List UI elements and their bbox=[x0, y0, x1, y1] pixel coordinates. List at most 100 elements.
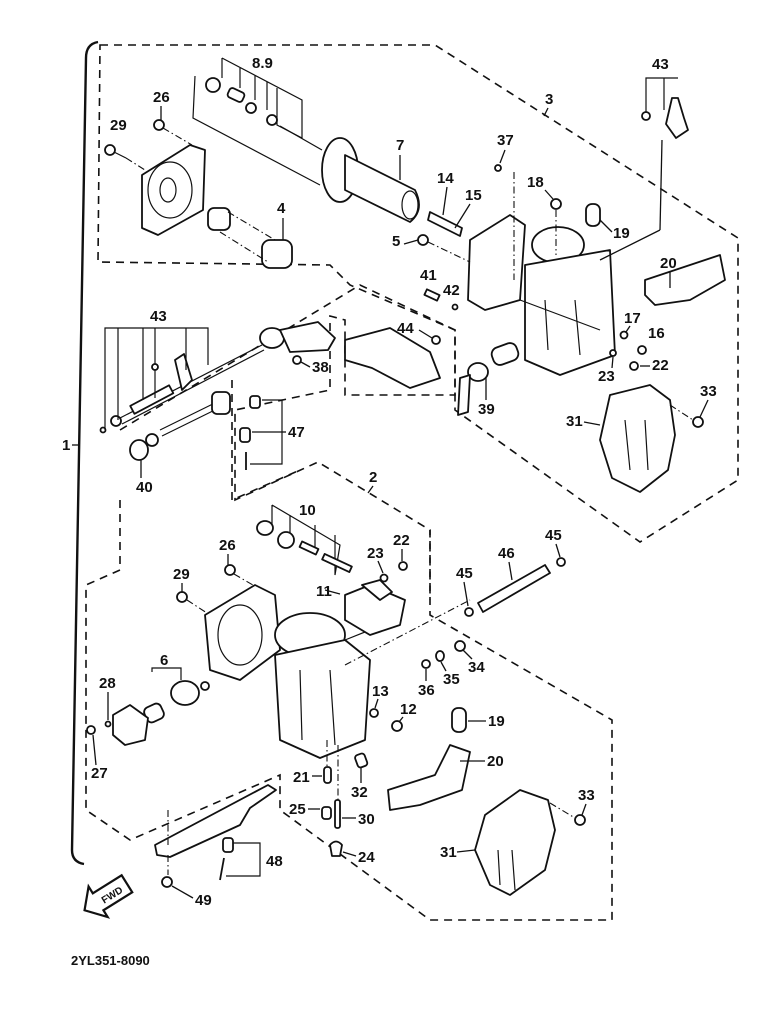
callout-16: 16 bbox=[648, 325, 665, 342]
callout-14: 14 bbox=[437, 170, 454, 187]
part-19-upper bbox=[585, 203, 601, 227]
part-44-plate bbox=[344, 327, 441, 389]
part-31-upper-bowl bbox=[599, 384, 676, 493]
callout-5: 5 bbox=[392, 233, 400, 250]
callout-20-upper: 20 bbox=[660, 255, 677, 272]
callout-29-upper: 29 bbox=[110, 117, 127, 134]
part-17 bbox=[619, 330, 629, 340]
callout-8-9: 8.9 bbox=[252, 55, 273, 72]
callout-34: 34 bbox=[468, 659, 485, 676]
part-41 bbox=[423, 288, 441, 302]
part-12 bbox=[391, 720, 403, 732]
part-4-spring bbox=[207, 207, 293, 269]
callout-21: 21 bbox=[293, 769, 310, 786]
callout-36: 36 bbox=[418, 682, 435, 699]
part-carb-body-upper bbox=[467, 214, 616, 376]
part-37 bbox=[494, 164, 502, 172]
callout-3: 3 bbox=[545, 91, 553, 108]
callout-23-upper: 23 bbox=[598, 368, 615, 385]
part-23-upper bbox=[609, 349, 617, 357]
part-26-screw-upper bbox=[153, 119, 193, 146]
callout-45-right: 45 bbox=[545, 527, 562, 544]
part-26-screw-lower bbox=[224, 564, 236, 576]
callout-32: 32 bbox=[351, 784, 368, 801]
part-18 bbox=[550, 198, 562, 210]
callout-7: 7 bbox=[396, 137, 404, 154]
callout-10: 10 bbox=[299, 502, 316, 519]
part-30 bbox=[334, 799, 341, 829]
callout-48: 48 bbox=[266, 853, 283, 870]
callout-19-upper: 19 bbox=[613, 225, 630, 242]
callout-25: 25 bbox=[289, 801, 306, 818]
part-diaphragm-cover-lower bbox=[204, 584, 281, 681]
callout-49: 49 bbox=[195, 892, 212, 909]
part-44-screw bbox=[431, 335, 441, 345]
part-48-set bbox=[219, 837, 261, 881]
part-11-bracket bbox=[324, 579, 406, 636]
part-14-15-needle bbox=[427, 211, 463, 237]
callout-31-upper: 31 bbox=[566, 413, 583, 430]
part-19-lower bbox=[451, 707, 467, 733]
part-32 bbox=[354, 752, 369, 769]
callout-38: 38 bbox=[312, 359, 329, 376]
part-49-screw bbox=[161, 876, 173, 888]
callout-43-lower: 43 bbox=[150, 308, 167, 325]
callout-44: 44 bbox=[397, 320, 414, 337]
callout-29-lower: 29 bbox=[173, 566, 190, 583]
callout-30: 30 bbox=[358, 811, 375, 828]
part-28-cover bbox=[112, 704, 149, 746]
part-25 bbox=[321, 806, 332, 820]
callout-43-upper: 43 bbox=[652, 56, 669, 73]
group-outline-lower bbox=[85, 500, 613, 921]
group-outline-47 bbox=[231, 380, 301, 502]
part-45-clip-right bbox=[556, 557, 566, 567]
group-outline-linkage bbox=[119, 284, 456, 600]
callout-11: 11 bbox=[316, 583, 332, 600]
part-20-upper bbox=[644, 254, 726, 306]
callout-35: 35 bbox=[443, 671, 460, 688]
part-27-screw bbox=[86, 725, 96, 735]
part-10-set bbox=[256, 504, 353, 576]
forward-direction-arrow: FWD bbox=[83, 873, 134, 919]
part-8-9-set bbox=[192, 57, 323, 186]
callout-13: 13 bbox=[372, 683, 389, 700]
callout-22-upper: 22 bbox=[652, 357, 669, 374]
assembly-bracket: 1 bbox=[62, 40, 99, 866]
callout-19-lower: 19 bbox=[488, 713, 505, 730]
part-43-upper bbox=[599, 77, 689, 261]
part-diaphragm-cover-upper bbox=[141, 144, 206, 236]
part-24 bbox=[329, 840, 343, 857]
part-5-screw bbox=[417, 234, 429, 246]
part-47-set bbox=[239, 395, 286, 470]
callout-labels: 8.9 26 29 4 7 3 43 37 14 15 18 19 5 20 4… bbox=[91, 55, 717, 909]
part-6-set bbox=[143, 667, 210, 724]
callout-39: 39 bbox=[478, 401, 495, 418]
callout-28: 28 bbox=[99, 675, 116, 692]
callout-23-lower: 23 bbox=[367, 545, 384, 562]
catalog-code: 2YL351-8090 bbox=[71, 953, 150, 968]
part-39-spring bbox=[457, 342, 520, 416]
callout-15: 15 bbox=[465, 187, 482, 204]
part-45-clip-left bbox=[464, 607, 474, 617]
callout-12: 12 bbox=[400, 701, 417, 718]
callout-27: 27 bbox=[91, 765, 108, 782]
part-22-upper bbox=[629, 361, 639, 371]
callout-42: 42 bbox=[443, 282, 460, 299]
part-23-lower bbox=[379, 573, 389, 583]
part-34 bbox=[454, 640, 466, 652]
callout-26-upper: 26 bbox=[153, 89, 170, 106]
callout-40: 40 bbox=[136, 479, 153, 496]
callout-33-lower: 33 bbox=[578, 787, 595, 804]
part-22-lower bbox=[398, 561, 408, 571]
part-mounting-bracket bbox=[154, 784, 277, 875]
part-38-screw bbox=[292, 355, 302, 365]
part-42 bbox=[451, 303, 459, 311]
part-31-lower-bowl bbox=[474, 789, 556, 896]
callout-33-upper: 33 bbox=[700, 383, 717, 400]
callout-26-lower: 26 bbox=[219, 537, 236, 554]
callout-17: 17 bbox=[624, 310, 641, 327]
part-33-lower bbox=[574, 814, 586, 826]
group-outline-upper bbox=[97, 44, 739, 543]
part-throttle-shaft bbox=[99, 321, 336, 434]
